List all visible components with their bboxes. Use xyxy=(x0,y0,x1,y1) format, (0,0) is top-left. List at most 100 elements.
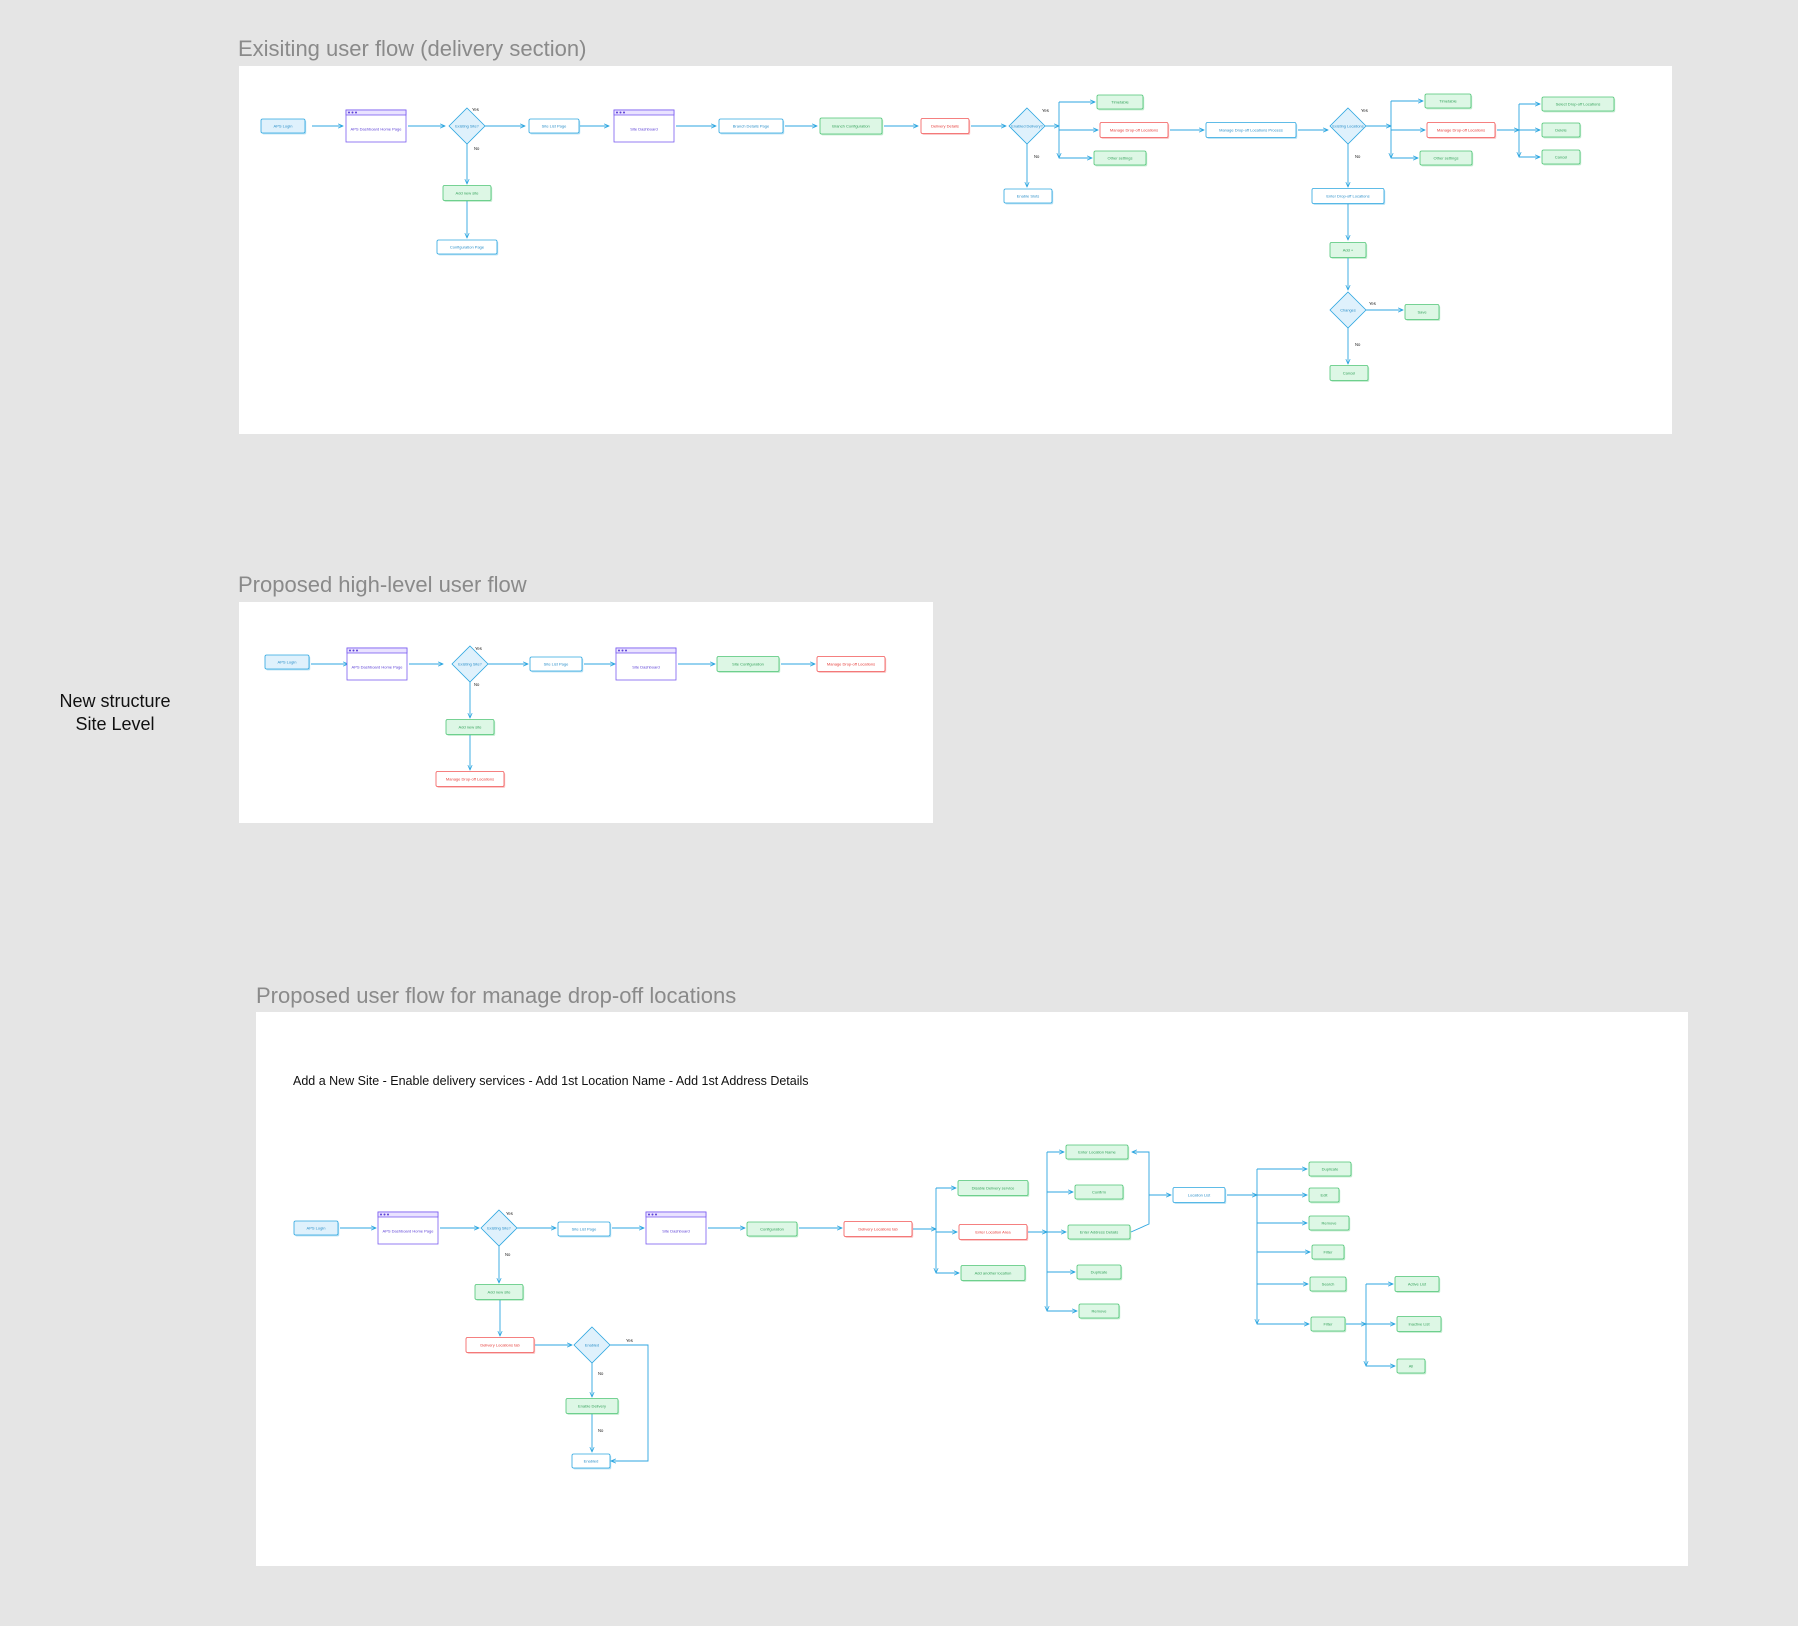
window-dot-icon xyxy=(623,111,625,114)
node-box xyxy=(436,239,498,255)
node-box xyxy=(1074,1184,1124,1200)
flow-node-green[interactable]: Filter xyxy=(1310,1316,1347,1333)
flow-node-green[interactable]: Add new site xyxy=(442,185,493,202)
flow-node-green[interactable]: Delete xyxy=(1541,122,1582,139)
flow-node-window[interactable]: Site Dashboard xyxy=(615,647,677,681)
flow-node-green[interactable]: Remove xyxy=(1078,1303,1121,1320)
flow-node-white[interactable]: Location List xyxy=(1172,1187,1227,1204)
flow-node-green[interactable]: Edit xyxy=(1308,1187,1341,1204)
decision-diamond xyxy=(480,1209,518,1247)
flow-node-green[interactable]: All xyxy=(1396,1358,1427,1375)
flow-node-green[interactable]: Add new site xyxy=(474,1284,525,1301)
flow-node-green[interactable]: Branch Configuration xyxy=(819,117,884,136)
flow-node-green[interactable]: Duplicate xyxy=(1076,1264,1123,1281)
flow-node-green[interactable]: Inactive List xyxy=(1396,1316,1443,1333)
window-label: APS Dashboard Home Page xyxy=(351,127,403,132)
flow-node-green[interactable]: Enter Location Name xyxy=(1065,1144,1130,1161)
flow-node-green[interactable]: Timetable xyxy=(1096,94,1145,111)
flow-node-green[interactable]: Cancel xyxy=(1541,149,1582,166)
flow-node-green[interactable]: Filter xyxy=(1311,1244,1346,1261)
flow-node-red[interactable]: Delivery Locations tab xyxy=(843,1221,914,1238)
flow-node-white[interactable]: Enable Slots xyxy=(1003,188,1054,205)
edge-label: Yes xyxy=(1369,301,1376,306)
flow-node-green[interactable]: Other settings xyxy=(1093,150,1148,167)
flow-node-white[interactable]: Site List Page xyxy=(557,1221,612,1238)
flow-node-blue[interactable]: APS Login xyxy=(264,654,311,671)
flow-node-white[interactable]: Site List Page xyxy=(529,656,584,673)
node-label: Manage Drop-off Locations xyxy=(827,662,875,667)
flow-node-red[interactable]: Enter Location Area xyxy=(958,1224,1029,1241)
side-label-line1: New structure xyxy=(59,691,171,711)
flow-node-red[interactable]: Manage Drop-off Locations xyxy=(1426,122,1497,139)
flow-node-diamond[interactable]: Existing Locations xyxy=(1329,107,1367,145)
flow-node-red[interactable]: Manage Drop-off Locations xyxy=(816,656,887,673)
decision-label: Existing Site? xyxy=(458,662,482,667)
flow-node-red[interactable]: Manage Drop-off Locations xyxy=(1099,122,1170,139)
flow-node-white[interactable]: Branch Details Page xyxy=(718,118,785,135)
flow-node-green[interactable]: Select Drop-off Locations xyxy=(1541,96,1616,113)
flow-node-green[interactable]: Disable Delivery service xyxy=(957,1180,1030,1197)
flow-node-diamond[interactable]: Existing Site? xyxy=(451,645,489,683)
node-label: Manage Drop-off Locations xyxy=(446,777,494,782)
flow-node-green[interactable]: Cancel xyxy=(1329,365,1370,382)
flow-node-green[interactable]: Active List xyxy=(1394,1276,1441,1293)
flow-node-green[interactable]: Enter Address Details xyxy=(1067,1224,1132,1241)
window-label: Site Dashboard xyxy=(662,1229,690,1234)
section-title-manage: Proposed user flow for manage drop-off l… xyxy=(256,983,737,1008)
node-label: Add another location xyxy=(975,1271,1012,1276)
node-box xyxy=(1419,150,1473,166)
flow-node-green[interactable]: Add new site xyxy=(445,719,496,736)
flow-node-white[interactable]: Enabled xyxy=(571,1453,612,1470)
flow-node-green[interactable]: Add another location xyxy=(960,1265,1027,1282)
flow-node-green[interactable]: Other settings xyxy=(1419,150,1474,167)
node-label: Branch Configuration xyxy=(832,124,870,129)
flow-node-green[interactable]: Confirm xyxy=(1074,1184,1125,1201)
flow-node-diamond[interactable]: Existing Site? xyxy=(480,1209,518,1247)
flow-node-window[interactable]: APS Dashboard Home Page xyxy=(377,1211,439,1245)
flow-node-green[interactable]: Configuration xyxy=(746,1221,799,1238)
flow-node-red[interactable]: Delivery Details xyxy=(920,118,971,135)
flow-node-blue[interactable]: APS Login xyxy=(260,118,307,135)
flow-node-white[interactable]: Manage Drop-off Locations Process xyxy=(1205,122,1298,139)
edge-label: No xyxy=(474,146,480,151)
connectors xyxy=(340,1152,1395,1461)
flow-node-green[interactable]: Enable Delivery xyxy=(565,1398,620,1415)
flow-node-diamond[interactable]: Existing Site? xyxy=(448,107,486,145)
flow-node-green[interactable]: Remove xyxy=(1308,1215,1351,1232)
node-box xyxy=(1067,1224,1131,1240)
flow-node-window[interactable]: Site Dashboard xyxy=(613,109,675,143)
flow-node-white[interactable]: Enter Drop-off Locations xyxy=(1311,188,1386,205)
flow-node-green[interactable]: Search xyxy=(1309,1276,1348,1293)
flow-node-diamond[interactable]: Enabled Delivery? xyxy=(1008,107,1046,145)
node-box xyxy=(1078,1303,1120,1319)
node-label: Cancel xyxy=(1555,155,1568,160)
flow-node-window[interactable]: Site Dashboard xyxy=(645,1211,707,1245)
flow-node-window[interactable]: APS Dashboard Home Page xyxy=(346,647,408,681)
flow-node-diamond[interactable]: Changes xyxy=(1329,291,1367,329)
flow-node-green[interactable]: Save xyxy=(1404,304,1441,321)
flow-node-green[interactable]: Timetable xyxy=(1424,93,1473,110)
flow-node-green[interactable]: Add + xyxy=(1329,242,1368,259)
flow-node-white[interactable]: Configuration Page xyxy=(436,239,499,256)
flow-node-diamond[interactable]: Enabled xyxy=(573,1326,611,1364)
node-label: Enter Location Area xyxy=(975,1230,1011,1235)
flow-node-white[interactable]: Site List Page xyxy=(528,118,581,135)
edge-label: Yes xyxy=(506,1211,513,1216)
node-box xyxy=(1424,93,1472,109)
node-box xyxy=(557,1221,611,1237)
node-box xyxy=(958,1224,1028,1240)
flow-node-red[interactable]: Delivery Locations tab xyxy=(465,1337,536,1354)
node-box xyxy=(1309,1276,1347,1292)
flow-node-blue[interactable]: APS Login xyxy=(293,1220,340,1237)
window-dot-icon xyxy=(356,649,358,652)
flow-node-red[interactable]: Manage Drop-off Locations xyxy=(435,771,506,788)
flow-node-window[interactable]: APS Dashboard Home Page xyxy=(345,109,407,143)
flow-node-green[interactable]: Site Configuration xyxy=(716,656,781,673)
node-label: Enable Delivery xyxy=(578,1404,606,1409)
node-box xyxy=(1308,1187,1340,1203)
window-label: APS Dashboard Home Page xyxy=(383,1229,435,1234)
flow-node-green[interactable]: Duplicate xyxy=(1308,1161,1353,1178)
